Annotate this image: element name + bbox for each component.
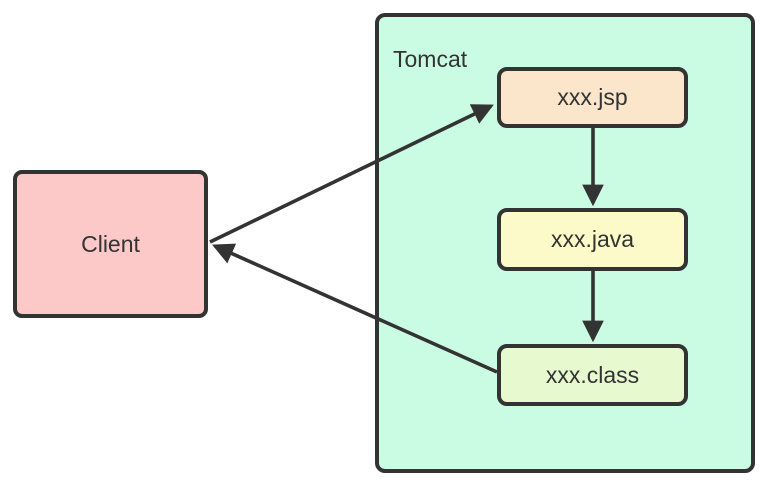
tomcat-container-label: Tomcat xyxy=(393,46,468,72)
java-node: xxx.java xyxy=(497,208,688,271)
client-node-label: Client xyxy=(81,230,140,257)
java-node-label: xxx.java xyxy=(550,226,635,252)
class-node-label: xxx.class xyxy=(545,361,640,388)
jsp-node-label: xxx.jsp xyxy=(557,84,628,110)
class-node: xxx.class xyxy=(497,344,688,406)
client-node: Client xyxy=(13,170,208,318)
jsp-node: xxx.jsp xyxy=(497,67,688,128)
